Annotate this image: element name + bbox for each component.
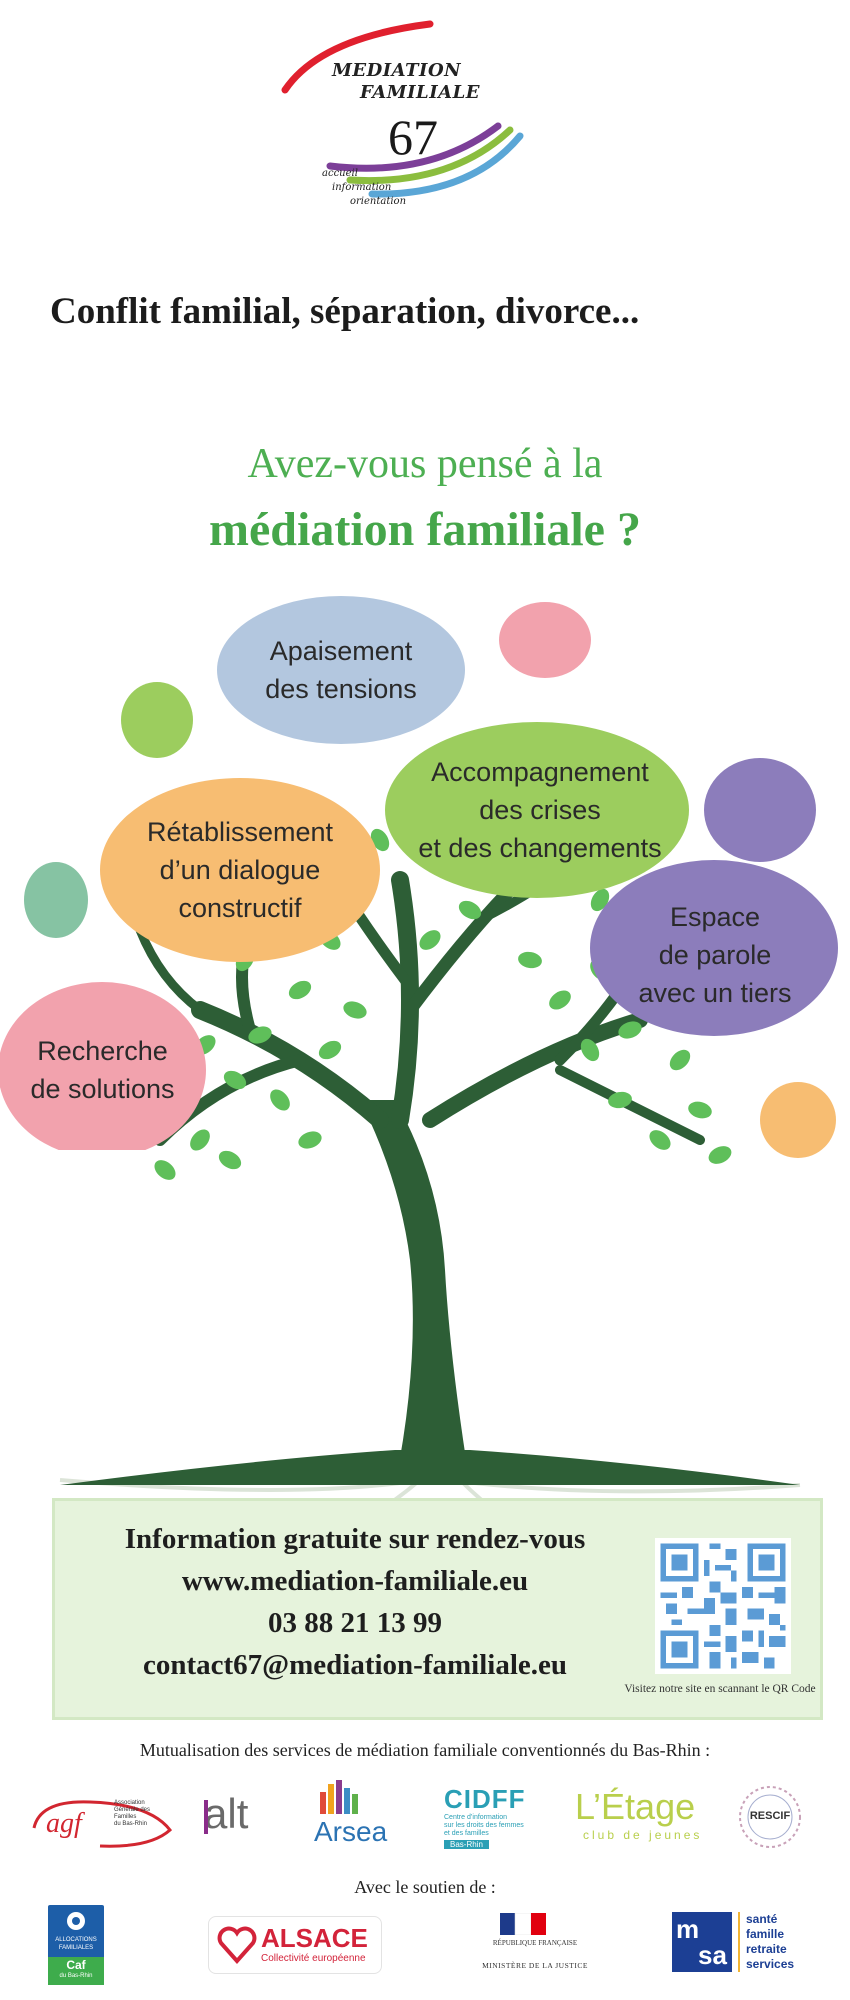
ministere-justice-logo: RÉPUBLIQUE FRANÇAISE MINISTÈRE DE LA JUS… bbox=[470, 1913, 600, 1979]
tree-base bbox=[60, 1450, 800, 1485]
agf-logo: agf Association Générale des Familles du… bbox=[30, 1790, 180, 1850]
qr-caption: Visitez notre site en scannant le QR Cod… bbox=[624, 1683, 816, 1695]
logo-word-accueil: accueil bbox=[322, 168, 358, 179]
headline: Conflit familial, séparation, divorce... bbox=[50, 291, 640, 332]
marianne-flag-icon bbox=[500, 1913, 546, 1935]
cidff-subtitle: Centre d’information sur les droits des … bbox=[444, 1814, 524, 1837]
msa-mark-icon: m sa bbox=[672, 1912, 732, 1972]
teal-dot bbox=[24, 862, 88, 938]
agf-swoosh-icon bbox=[32, 1800, 173, 1848]
msa-line4: services bbox=[746, 1957, 795, 1971]
info-free-appointment: Information gratuite sur rendez-vous bbox=[124, 1523, 586, 1555]
bubble-espace bbox=[590, 860, 838, 1036]
purple-dot bbox=[704, 758, 816, 862]
etage-subtitle: club de jeunes bbox=[583, 1828, 703, 1842]
bubble-apaisement-text: Apaisement des tensions bbox=[265, 636, 417, 704]
support-text: Avec le soutien de : bbox=[354, 1877, 496, 1897]
alt-wordmark: alt bbox=[204, 1790, 249, 1837]
bubble-retablissement bbox=[100, 778, 380, 962]
logo-word-information: information bbox=[332, 182, 392, 193]
rf-line2: MINISTÈRE DE LA JUSTICE bbox=[482, 1961, 588, 1970]
caf-line4: du Bas-Rhin bbox=[59, 1973, 93, 1979]
alsace-logo: ALSACE Collectivité européenne bbox=[208, 1916, 382, 1974]
caf-line1: ALLOCATIONS bbox=[55, 1937, 97, 1943]
tree-trunk bbox=[360, 1100, 470, 1485]
subhead-line1: Avez-vous pensé à la bbox=[247, 441, 603, 487]
decorative-blobs bbox=[24, 602, 836, 1158]
msa-line3: retraite bbox=[746, 1942, 787, 1956]
caf-flower-icon bbox=[67, 1912, 85, 1930]
arsea-bars-icon bbox=[320, 1780, 358, 1814]
bubble-apaisement bbox=[217, 596, 465, 744]
alt-color-bar-icon bbox=[204, 1800, 208, 1834]
caf-logo: ALLOCATIONS FAMILIALES Caf du Bas-Rhin bbox=[48, 1905, 104, 1985]
logo-word-orientation: orientation bbox=[350, 196, 407, 207]
cidff-region: Bas-Rhin bbox=[444, 1840, 489, 1849]
logo-title-line1: MEDIATION bbox=[332, 60, 462, 81]
alsace-wordmark: ALSACE bbox=[261, 1923, 368, 1953]
rescif-logo: RESCIF bbox=[735, 1782, 805, 1852]
etage-logo: L’Étage club de jeunes bbox=[575, 1786, 715, 1846]
msa-line1: santé bbox=[746, 1912, 778, 1926]
orange-dot bbox=[760, 1082, 836, 1158]
pink-dot bbox=[499, 602, 591, 678]
cidff-logo: CIDFF Centre d’information sur les droit… bbox=[440, 1784, 550, 1849]
qr-code-icon[interactable] bbox=[655, 1538, 791, 1674]
rf-line1: RÉPUBLIQUE FRANÇAISE bbox=[492, 1939, 578, 1947]
alsace-subtitle: Collectivité européenne bbox=[261, 1953, 366, 1964]
arsea-logo: Arsea bbox=[310, 1780, 400, 1850]
bubble-espace-text: Espace de parole avec un tiers bbox=[638, 902, 792, 1008]
msa-line2: famille bbox=[746, 1927, 785, 1941]
bubble-retablissement-text: Rétablissement d’un dialogue constructif bbox=[146, 817, 334, 923]
agf-subtitle: Association Générale des Familles du Bas… bbox=[114, 1800, 151, 1827]
bubble-recherche-text: Recherche de solutions bbox=[30, 1036, 175, 1104]
mutualisation-text: Mutualisation des services de médiation … bbox=[139, 1740, 711, 1760]
msa-logo: m sa santé famille retraite services bbox=[672, 1910, 812, 1974]
agf-wordmark: agf bbox=[46, 1808, 82, 1839]
caf-line2: FAMILIALES bbox=[58, 1945, 94, 1951]
info-phone[interactable]: 03 88 21 13 99 bbox=[268, 1607, 442, 1639]
cidff-wordmark: CIDFF bbox=[444, 1784, 526, 1814]
alsace-heart-icon bbox=[217, 1926, 257, 1965]
logo-title-line2: FAMILIALE bbox=[360, 82, 480, 103]
alt-logo: alt bbox=[200, 1786, 280, 1846]
mediation-familiale-logo: MEDIATION FAMILIALE 67 accueil informati… bbox=[280, 18, 540, 213]
info-email-link[interactable]: contact67@mediation-familiale.eu bbox=[142, 1649, 568, 1681]
logo-number: 67 bbox=[388, 109, 438, 165]
info-website-link[interactable]: www.mediation-familiale.eu bbox=[181, 1565, 529, 1597]
bubbles-layer bbox=[0, 596, 838, 1150]
rescif-wordmark: RESCIF bbox=[749, 1810, 791, 1822]
bubble-accompagnement bbox=[385, 722, 689, 898]
logo-swoosh-icon bbox=[281, 20, 524, 198]
subhead-line2: médiation familiale ? bbox=[209, 503, 641, 556]
rescif-network-icon bbox=[739, 1786, 801, 1848]
arsea-wordmark: Arsea bbox=[314, 1816, 388, 1847]
etage-wordmark: L’Étage bbox=[575, 1786, 696, 1827]
bubble-accompagnement-text: Accompagnement des crises et des changem… bbox=[418, 757, 662, 863]
bubble-recherche bbox=[0, 982, 206, 1150]
green-dot bbox=[121, 682, 193, 758]
caf-line3: Caf bbox=[66, 1958, 86, 1972]
